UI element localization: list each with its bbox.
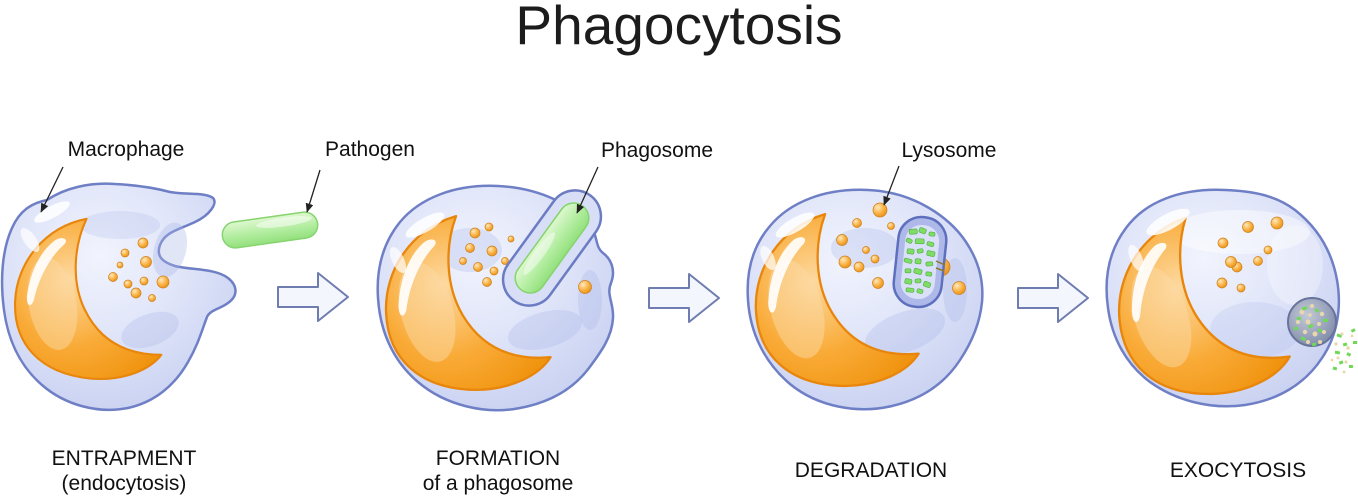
macrophage-cell-entrapment <box>0 182 319 412</box>
arrow-right-icon <box>1017 273 1089 323</box>
pathogen-rod <box>221 211 319 249</box>
arrow-right-icon <box>648 273 720 323</box>
macrophage-cell-formation <box>376 184 615 412</box>
lysosome-leader-line <box>883 165 900 206</box>
stage-label-exocytosis: EXOCYTOSIS <box>1170 458 1306 483</box>
callout-pathogen: Pathogen <box>325 138 415 161</box>
membrane-highlights <box>20 201 70 252</box>
cytoplasm-shading <box>80 211 188 349</box>
membrane-highlights <box>760 212 815 271</box>
stage-title: ENTRAPMENT <box>51 447 197 470</box>
stage-label-formation: FORMATION of a phagosome <box>423 446 574 496</box>
callout-lysosome: Lysosome <box>901 139 997 162</box>
granules <box>1216 216 1284 293</box>
vesicle-debris <box>1293 304 1328 347</box>
membrane-highlights <box>1128 208 1190 272</box>
fusion-mark <box>935 260 946 272</box>
callout-macrophage: Macrophage <box>67 138 185 161</box>
macrophage-leader-line <box>40 166 64 213</box>
expelled-debris-spray <box>1330 328 1357 374</box>
callout-phagosome: Phagosome <box>600 139 714 162</box>
stage-label-degradation: DEGRADATION <box>795 458 947 483</box>
stage-subtitle: (endocytosis) <box>61 472 187 495</box>
stage-title: DEGRADATION <box>794 459 948 482</box>
macrophage-cell-degradation <box>746 188 984 411</box>
macrophage-cell-exocytosis <box>1105 188 1357 408</box>
arrow-right-icon <box>277 272 349 322</box>
granules <box>108 237 170 302</box>
stage-subtitle: of a phagosome <box>422 472 574 495</box>
leader-lines <box>40 165 900 214</box>
pathogen-leader-line <box>305 169 321 213</box>
phagolysosome-vesicle <box>892 215 948 309</box>
membrane-highlights <box>389 212 445 273</box>
stage-title: FORMATION <box>435 447 561 470</box>
stage-title: EXOCYTOSIS <box>1169 459 1307 482</box>
granules <box>459 222 592 294</box>
stage-label-entrapment: ENTRAPMENT (endocytosis) <box>52 446 197 496</box>
degraded-pathogen-fragments <box>903 227 936 294</box>
exocytosis-vesicle <box>1287 297 1357 374</box>
phagosome-leader-line <box>576 166 599 214</box>
phagosome-vesicle <box>501 189 603 307</box>
page-title: Phagocytosis <box>515 0 843 56</box>
step-arrows <box>277 272 1089 323</box>
lysosome-dot <box>872 202 888 218</box>
